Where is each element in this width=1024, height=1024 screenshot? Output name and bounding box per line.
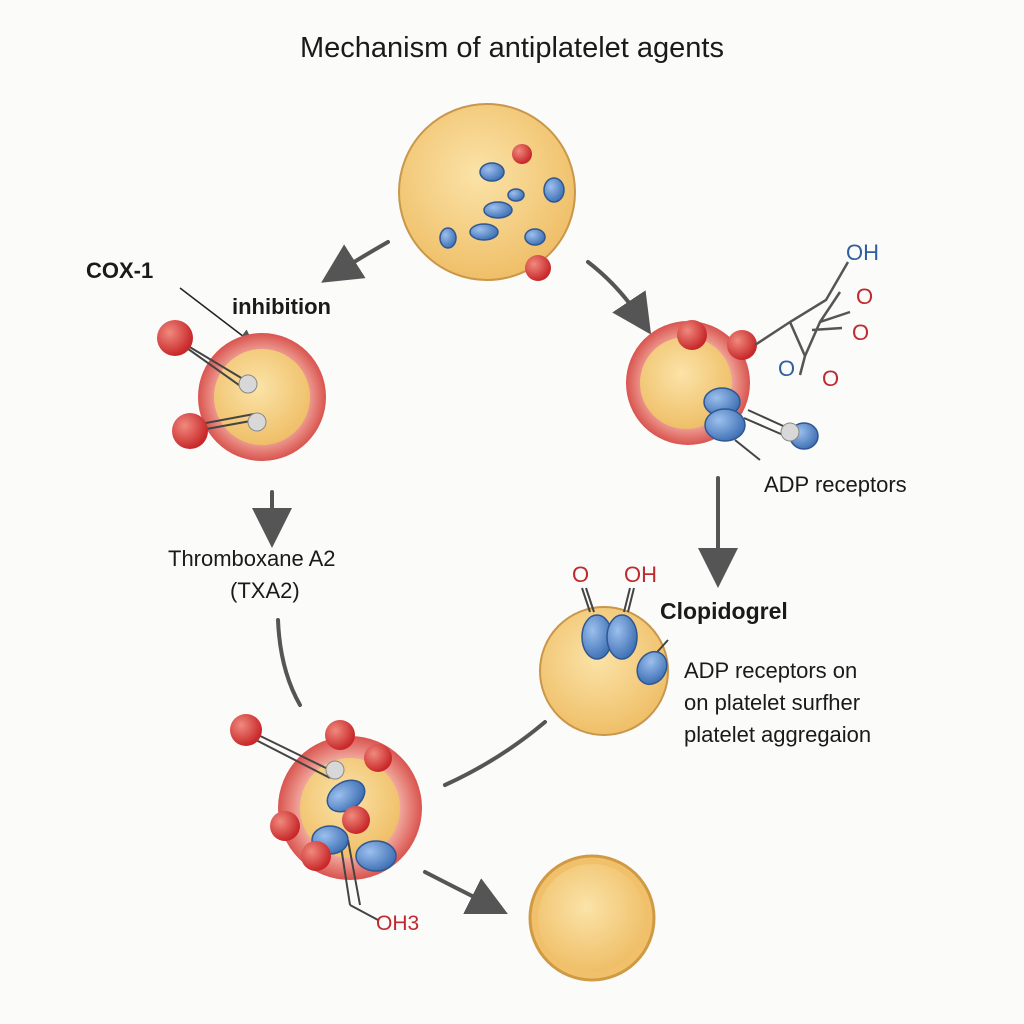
arrow-top-right: [586, 260, 652, 335]
platelet-cox1: [157, 320, 326, 461]
platelet-clopidogrel: [539, 587, 669, 736]
curve-left: [276, 618, 302, 707]
page-title: Mechanism of antiplatelet agents: [300, 32, 724, 64]
platelet-aggregate: [230, 714, 422, 921]
chem-oh-top: OH: [846, 240, 879, 265]
label-adp-desc-2: on platelet surfher: [684, 690, 861, 715]
label-inhibition: inhibition: [232, 294, 331, 319]
chem-o2: O: [852, 320, 870, 345]
chem-o4: O: [822, 366, 840, 391]
chem-clop-oh: OH: [624, 562, 657, 587]
label-txa2-line2: (TXA2): [230, 578, 300, 603]
arrow-bottom: [423, 870, 508, 914]
platelet-adp: [626, 261, 851, 461]
label-txa2-line1: Thromboxane A2: [168, 546, 336, 571]
chem-o1: O: [856, 284, 874, 309]
label-adp-desc-3: platelet aggregaion: [684, 722, 872, 747]
label-clopidogrel: Clopidogrel: [660, 598, 788, 624]
chem-o3: O: [778, 356, 796, 381]
label-adp-desc-1: ADP receptors on: [684, 658, 858, 683]
platelet-top: [398, 103, 576, 281]
label-adp-receptors: ADP receptors: [764, 472, 907, 497]
chem-clop-o: O: [572, 562, 590, 587]
label-oh3: OH3: [376, 912, 420, 935]
cox1-pointer: [179, 287, 254, 345]
arrow-top-left: [321, 240, 390, 283]
label-cox1: COX-1: [86, 258, 154, 283]
curve-right: [443, 720, 547, 787]
platelet-resting: [528, 854, 656, 982]
